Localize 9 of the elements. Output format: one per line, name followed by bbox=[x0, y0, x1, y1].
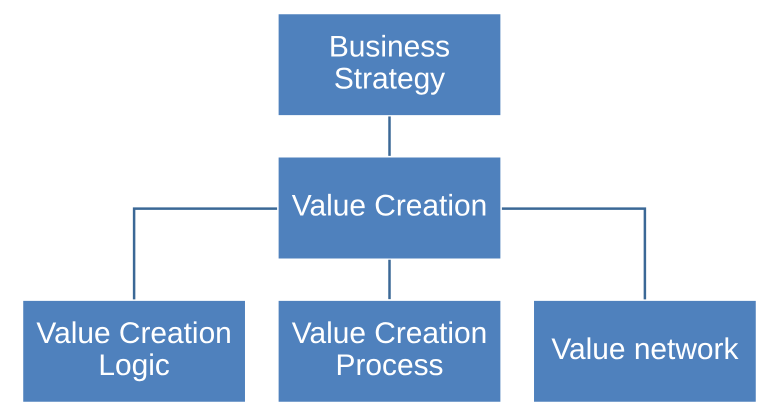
node-box: Value network bbox=[531, 298, 758, 404]
connector bbox=[132, 207, 277, 300]
connector bbox=[388, 116, 390, 156]
node-box: Business Strategy bbox=[276, 12, 502, 118]
connector bbox=[388, 260, 390, 300]
node-box: Value Creation Process bbox=[276, 298, 502, 404]
connector bbox=[501, 207, 646, 300]
node-box: Value Creation Logic bbox=[20, 298, 247, 404]
node-box: Value Creation bbox=[276, 155, 502, 261]
